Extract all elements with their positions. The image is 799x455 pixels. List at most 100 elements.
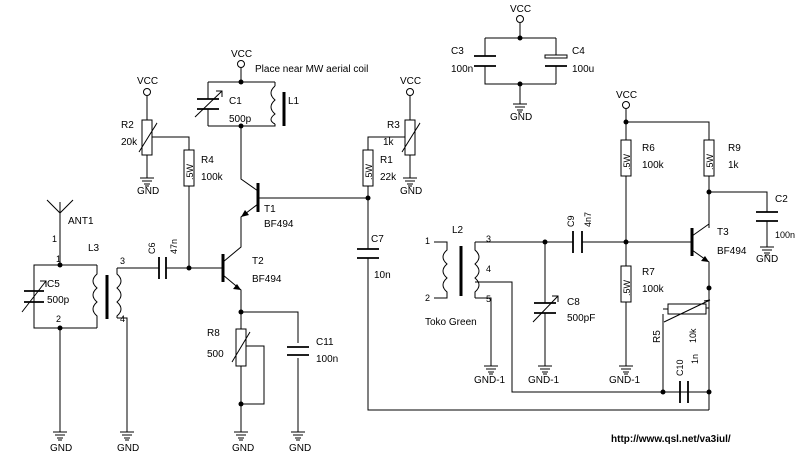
transformer-l3: L3 3 4 [88,243,125,328]
svg-text:GND: GND [117,443,139,454]
svg-text:C8: C8 [567,297,580,308]
potentiometer-r2: R2 20k [121,119,158,156]
svg-text:20k: 20k [121,137,138,148]
ground-ant: GND [50,431,72,454]
potentiometer-r8: R8 500 [207,328,251,367]
svg-text:R4: R4 [201,155,214,166]
resistor-r9: .5W R9 1k [703,139,741,177]
svg-text:L3: L3 [88,243,100,254]
ground-c2: GND [756,246,778,265]
svg-text:R5: R5 [652,330,663,343]
svg-text:5: 5 [486,294,491,304]
resistor-r4: .5W R4 100k [183,149,224,187]
ground-r7: GND-1 [609,365,641,386]
svg-text:100k: 100k [642,160,665,171]
ground-r2: GND [137,177,159,197]
svg-text:C2: C2 [775,194,788,205]
ground-c11: GND [289,431,311,454]
svg-text:3: 3 [120,256,125,266]
svg-text:R9: R9 [728,143,741,154]
capacitor-c6: C6 47n [147,239,189,279]
transistor-t1: T1 BF494 [240,143,294,230]
svg-text:GND: GND [756,254,778,265]
svg-text:1: 1 [52,234,57,244]
svg-text:1k: 1k [728,160,740,171]
transformer-l2: L2 1 2 3 4 5 Toko Green [425,225,491,328]
capacitor-c10: C10 1n [675,354,700,403]
svg-text:4: 4 [486,264,491,274]
svg-text:GND: GND [137,186,159,197]
note-label: Place near MW aerial coil [255,64,368,75]
svg-text:2: 2 [56,314,61,324]
ground-l3: GND [117,431,139,454]
svg-text:C1: C1 [229,96,242,107]
source-url: http://www.qsl.net/va3iul/ [611,434,731,445]
inductor-l1: L1 [270,85,300,126]
svg-text:500p: 500p [229,114,252,125]
svg-text:3: 3 [486,234,491,244]
vcc-r3: VCC [400,76,421,96]
svg-text:Toko Green: Toko Green [425,317,477,328]
svg-text:R6: R6 [642,143,655,154]
svg-text:R2: R2 [121,120,134,131]
vcc-supply: VCC [510,4,531,23]
svg-text:500p: 500p [47,295,70,306]
ground-supply: GND [510,103,532,123]
svg-text:C4: C4 [572,46,585,57]
svg-text:T2: T2 [252,256,264,267]
svg-text:4n7: 4n7 [583,212,593,227]
ground-l2: GND-1 [474,365,506,386]
antenna-ant1: ANT1 1 [46,199,94,244]
svg-text:C6: C6 [147,242,157,254]
svg-text:100n: 100n [316,354,338,365]
svg-text:.5W: .5W [622,153,632,170]
svg-text:GND: GND [232,443,254,454]
svg-text:.5W: .5W [622,279,632,296]
svg-text:100k: 100k [642,284,665,295]
capacitor-c11: C11 100n [287,337,338,365]
svg-text:R8: R8 [207,328,220,339]
svg-text:R3: R3 [387,120,400,131]
svg-text:BF494: BF494 [252,274,282,285]
transistor-t2: T2 BF494 [221,225,282,312]
ground-c8: GND-1 [528,365,560,386]
capacitor-c3: C3 100n [451,46,496,75]
svg-text:VCC: VCC [510,4,531,15]
svg-text:BF494: BF494 [264,219,294,230]
svg-text:1: 1 [56,254,61,264]
resistor-r7: .5W R7 100k [620,265,665,303]
svg-text:GND-1: GND-1 [609,375,641,386]
svg-text:VCC: VCC [616,90,637,101]
capacitor-c2: C2 100n [756,194,795,240]
svg-text:VCC: VCC [231,49,252,60]
svg-text:10k: 10k [688,328,698,343]
capacitor-c5: C5 500p [21,265,70,328]
svg-text:VCC: VCC [400,76,421,87]
svg-text:C11: C11 [316,337,334,348]
svg-text:47n: 47n [169,239,179,254]
svg-text:GND: GND [400,186,422,197]
svg-text:T3: T3 [717,227,729,238]
svg-text:.5W: .5W [185,163,195,180]
capacitor-c8: C8 500pF [532,295,595,324]
svg-text:1k: 1k [383,137,395,148]
svg-text:R1: R1 [380,155,393,166]
svg-text:GND-1: GND-1 [474,375,506,386]
svg-text:C7: C7 [371,234,384,245]
resistor-r1: .5W R1 22k [362,149,397,187]
capacitor-c7: C7 10n [357,234,391,281]
svg-text:1: 1 [425,236,430,246]
svg-text:ANT1: ANT1 [68,216,94,227]
svg-text:GND: GND [510,112,532,123]
resistor-r6: .5W R6 100k [620,139,665,177]
svg-text:GND: GND [50,443,72,454]
svg-text:C10: C10 [675,359,685,376]
svg-text:100u: 100u [572,64,594,75]
svg-text:C5: C5 [47,279,60,290]
ground-r3: GND [400,177,422,197]
svg-text:C3: C3 [451,46,464,57]
vcc-r2: VCC [137,76,158,96]
svg-text:500: 500 [207,349,224,360]
svg-text:100k: 100k [201,172,224,183]
